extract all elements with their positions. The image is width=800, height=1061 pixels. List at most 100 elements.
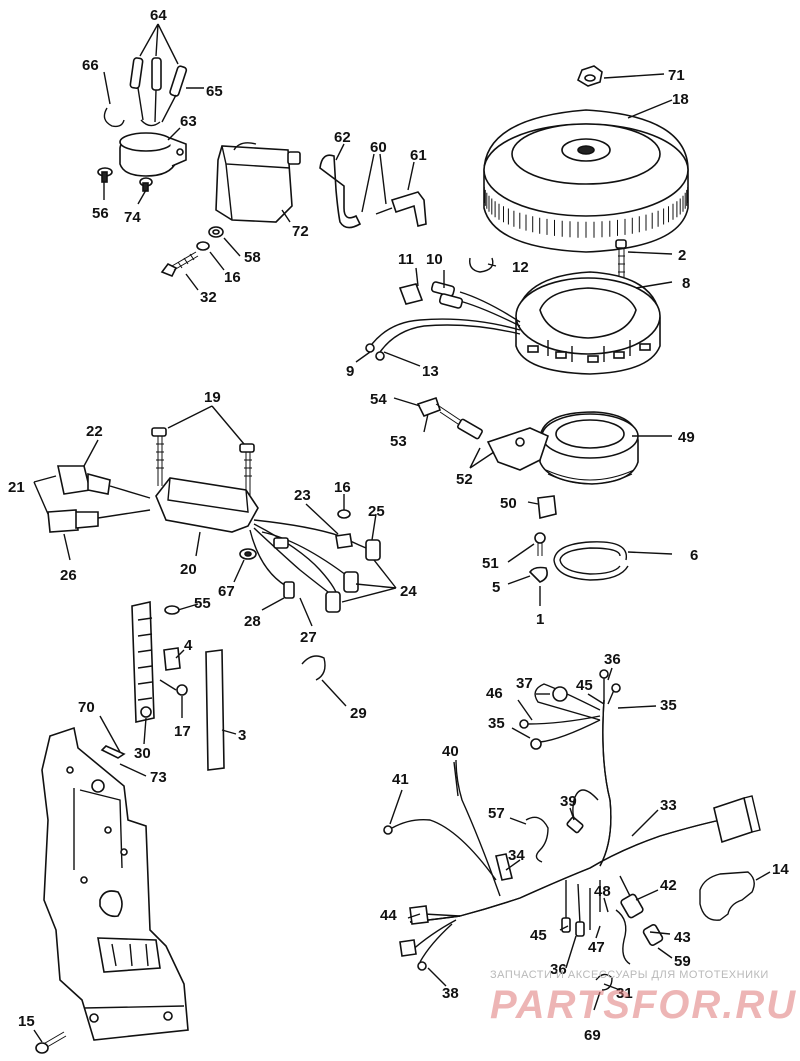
callout-16-mid: 16 [334,479,351,496]
callout-20: 20 [180,561,197,578]
callout-39: 39 [560,793,577,810]
callout-43: 43 [674,929,691,946]
callout-17: 17 [174,723,191,740]
stator-leads [365,257,521,361]
callout-14: 14 [772,861,789,878]
callout-1: 1 [536,611,544,628]
callout-10: 10 [426,251,443,268]
callout-15: 15 [18,1013,35,1030]
callout-labels: 64 66 65 63 56 74 62 60 61 58 72 16 32 7… [8,7,789,1044]
callout-52: 52 [456,471,473,488]
callout-5: 5 [492,579,500,596]
lockwasher-16 [196,241,210,251]
watermark-brand: PARTSFOR.RU [490,983,797,1027]
callout-64: 64 [150,7,167,24]
callout-8: 8 [682,275,690,292]
callout-27: 27 [300,629,317,646]
clamp-29 [301,655,326,681]
callout-11: 11 [398,251,414,268]
callout-22: 22 [86,423,103,440]
strip-3 [205,649,225,771]
callout-33: 33 [660,797,677,814]
spark-plug-cap-61 [375,191,427,227]
mounting-bracket-73 [35,726,189,1054]
callout-62: 62 [334,129,351,146]
washer-58 [208,226,224,238]
callout-2: 2 [678,247,686,264]
callout-70: 70 [78,699,95,716]
callout-50: 50 [500,495,517,512]
stator-8 [515,271,661,375]
callout-37: 37 [516,675,533,692]
callout-42: 42 [660,877,677,894]
callout-24: 24 [400,583,417,600]
callout-35-right: 35 [660,697,677,714]
callout-9: 9 [346,363,354,380]
leader-lines [33,23,771,1043]
callout-58: 58 [244,249,261,266]
callout-48: 48 [594,883,611,900]
callout-63: 63 [180,113,197,130]
callout-74: 74 [124,209,141,226]
callout-31: 31 [616,985,633,1002]
callout-40: 40 [442,743,459,760]
callout-60: 60 [370,139,387,156]
wire-clamp-66 [103,107,125,128]
callout-73: 73 [150,769,167,786]
ignition-coil-72 [215,142,301,223]
callout-72: 72 [292,223,309,240]
callout-66: 66 [82,57,99,74]
callout-69: 69 [584,1027,601,1044]
callout-45-top: 45 [576,677,593,694]
callout-41: 41 [392,771,409,788]
solenoid-63 [119,132,187,177]
spark-plug-cap-62 [319,154,362,229]
callout-32: 32 [200,289,217,306]
callout-30: 30 [134,745,151,762]
flywheel-18 [483,65,689,253]
callout-54: 54 [370,391,387,408]
screw-56 [97,167,113,183]
clip-50 [537,495,557,520]
callout-26: 26 [60,567,77,584]
callout-61: 61 [410,147,427,164]
callout-36-bottom: 36 [550,961,567,978]
callout-51: 51 [482,555,499,572]
callout-45-bottom: 45 [530,927,547,944]
callout-34: 34 [508,847,525,864]
callout-19: 19 [204,389,221,406]
callout-23: 23 [294,487,311,504]
callout-29: 29 [350,705,367,722]
callout-12: 12 [512,259,529,276]
callout-18: 18 [672,91,689,108]
callout-38: 38 [442,985,459,1002]
callout-59: 59 [674,953,691,970]
callout-21: 21 [8,479,25,496]
callout-67: 67 [218,583,235,600]
callout-3: 3 [238,727,246,744]
pack-leads [239,509,381,613]
callout-56: 56 [92,205,109,222]
screw-74 [139,177,153,192]
callout-36-top: 36 [604,651,621,668]
callout-55: 55 [194,595,211,612]
callout-65: 65 [206,83,223,100]
callout-46: 46 [486,685,503,702]
callout-71: 71 [668,67,685,84]
callout-47: 47 [588,939,605,956]
callout-57: 57 [488,805,505,822]
wiring-harness-33 [383,669,761,991]
terminal-block-30 [131,601,188,723]
bolt-32 [160,251,199,278]
watermark: ЗАПЧАСТИ И АКСЕССУАРЫ ДЛЯ МОТОТЕХНИКИ PA… [490,969,797,1027]
callout-28: 28 [244,613,261,630]
callout-25: 25 [368,503,385,520]
clip-5 [528,566,548,583]
callout-44: 44 [380,907,397,924]
bolt-2 [615,239,627,282]
callout-35-left: 35 [488,715,505,732]
timer-base-49 [416,396,639,485]
retaining-ring-6 [553,541,629,581]
watermark-tagline: ЗАПЧАСТИ И АКСЕССУАРЫ ДЛЯ МОТОТЕХНИКИ [490,969,769,981]
